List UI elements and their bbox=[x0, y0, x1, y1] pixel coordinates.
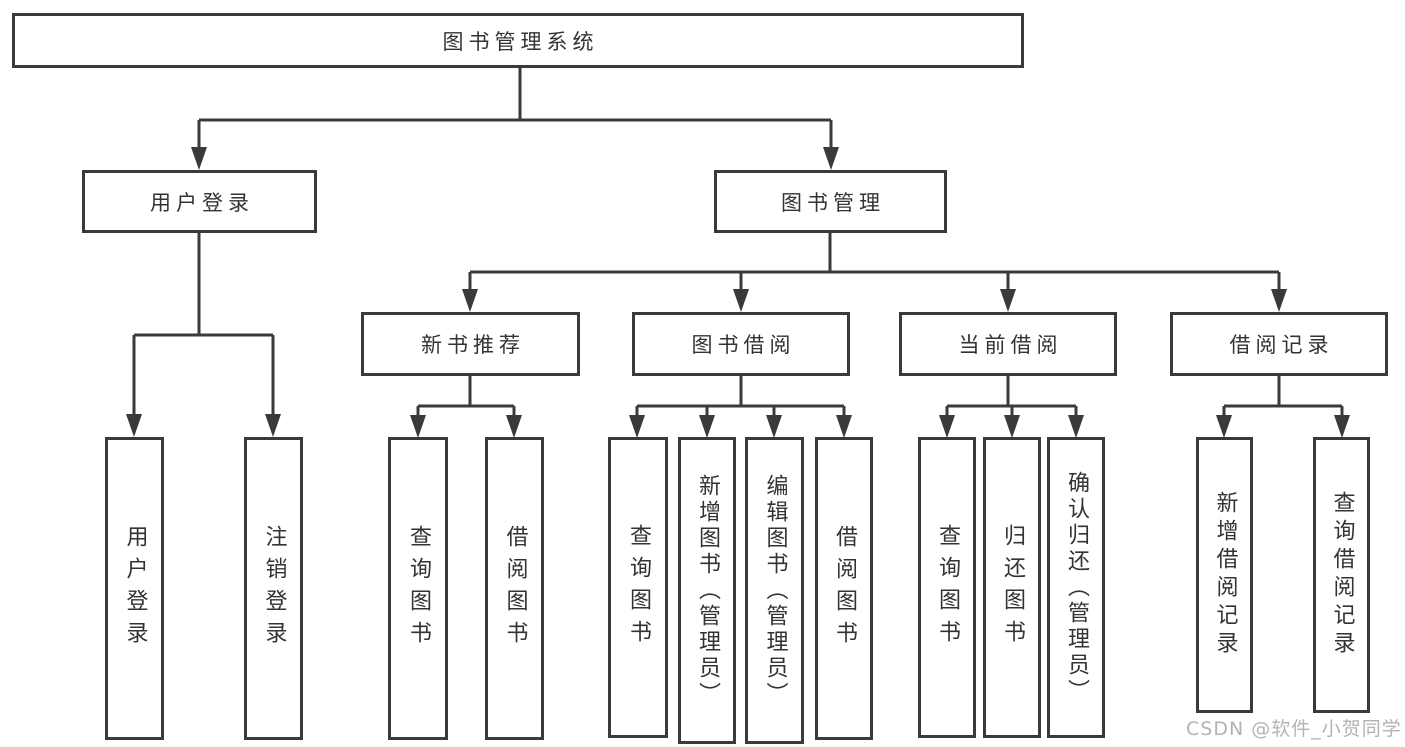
node-user-login: 用户登录 bbox=[82, 170, 317, 233]
node-book-management: 图书管理 bbox=[714, 170, 947, 233]
leaf-return-books: 归还图书 bbox=[983, 437, 1041, 738]
connector-paths bbox=[132, 68, 1344, 420]
node-current-borrowing: 当前借阅 bbox=[899, 312, 1117, 376]
leaf-add-borrow-record: 新增借阅记录 bbox=[1196, 437, 1253, 713]
leaf-query-borrow-record: 查询借阅记录 bbox=[1313, 437, 1370, 713]
leaf-borrow-books-recommend: 借阅图书 bbox=[485, 437, 544, 740]
leaf-query-books-recommend: 查询图书 bbox=[388, 437, 448, 740]
leaf-query-books-borrowing: 查询图书 bbox=[608, 437, 668, 738]
node-borrow-records: 借阅记录 bbox=[1170, 312, 1388, 376]
node-new-book-recommend: 新书推荐 bbox=[361, 312, 580, 376]
leaf-query-books-current: 查询图书 bbox=[918, 437, 976, 738]
watermark-text: CSDN @软件_小贺同学 bbox=[1186, 718, 1402, 740]
arrowheads bbox=[126, 147, 1350, 438]
node-book-borrowing: 图书借阅 bbox=[632, 312, 850, 376]
leaf-borrow-books: 借阅图书 bbox=[815, 437, 873, 740]
leaf-edit-books-admin: 编辑图书（管理员） bbox=[745, 437, 804, 744]
leaf-add-books-admin: 新增图书（管理员） bbox=[678, 437, 736, 744]
leaf-logout: 注销登录 bbox=[244, 437, 303, 740]
leaf-user-login: 用户登录 bbox=[105, 437, 164, 740]
node-root: 图书管理系统 bbox=[12, 13, 1024, 68]
leaf-confirm-return-admin: 确认归还（管理员） bbox=[1047, 437, 1105, 738]
